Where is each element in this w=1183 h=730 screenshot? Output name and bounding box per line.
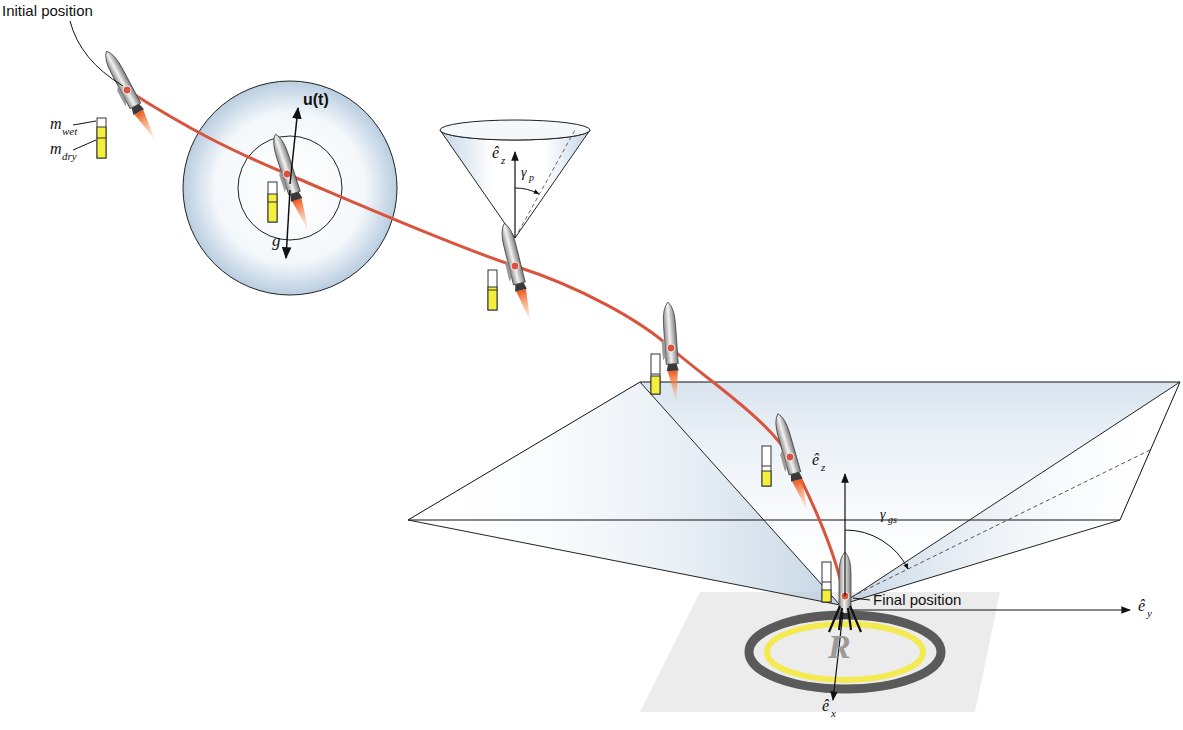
thrust-sphere xyxy=(183,81,397,295)
glide-slope-cone xyxy=(408,382,1180,605)
rocket-figures xyxy=(98,48,861,632)
thrust-label: u(t) xyxy=(303,92,329,108)
mass-subscript: wet xyxy=(62,126,77,137)
gravity-vector xyxy=(286,190,290,258)
angle-subscript: p xyxy=(529,173,534,183)
axis-subscript: z xyxy=(501,155,505,166)
landing-frame-axes xyxy=(833,474,1130,700)
axis-subscript: z xyxy=(821,462,825,473)
trajectory-curve xyxy=(127,90,845,605)
pointing-cone xyxy=(440,120,590,238)
angle-subscript: gs xyxy=(888,515,897,525)
mass-symbol: m xyxy=(50,116,62,132)
pad-logo: R xyxy=(828,630,851,664)
gravity-label: g xyxy=(272,232,281,249)
callout-label: Initial position xyxy=(2,3,93,18)
angle-label: γ xyxy=(880,508,886,522)
axis-subscript: y xyxy=(1147,608,1152,619)
landing-pad-inner xyxy=(767,624,923,680)
axis-label: ê xyxy=(822,698,829,714)
axis-subscript: x xyxy=(831,708,836,719)
mass-subscript: dry xyxy=(62,151,77,162)
callout-label: Final position xyxy=(873,592,961,607)
trajectory-points xyxy=(123,86,849,600)
angle-label: γ xyxy=(521,166,527,180)
axis-label: ê xyxy=(1138,598,1145,614)
thrust-vector xyxy=(290,108,298,184)
leader-lines xyxy=(70,21,870,600)
mass-symbol: m xyxy=(50,141,62,157)
fuel-gauges xyxy=(97,118,831,602)
axis-label: ê xyxy=(492,145,499,161)
axis-label: ê xyxy=(812,452,819,468)
landing-pad-ring xyxy=(749,615,941,689)
